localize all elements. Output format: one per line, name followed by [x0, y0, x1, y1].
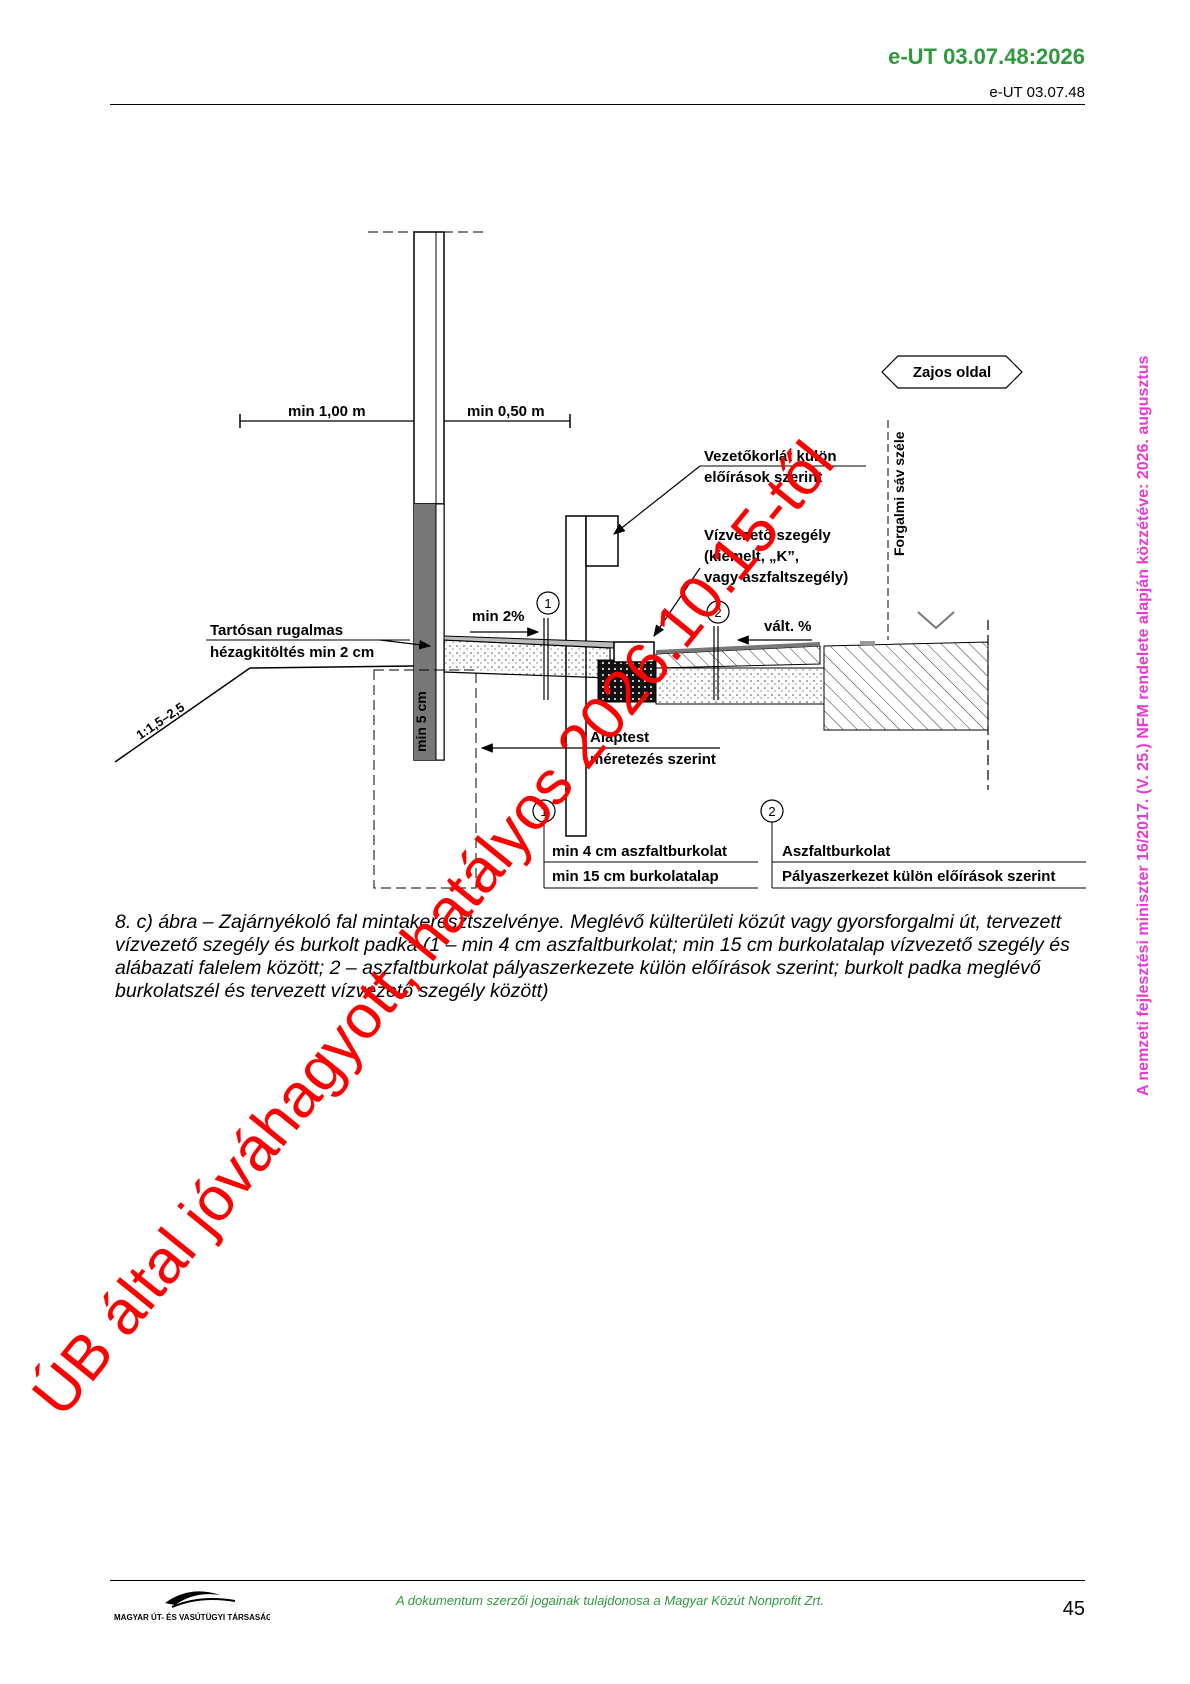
label-vizvezeto-2: (kiemelt, „K”, [704, 548, 799, 565]
label-valt-pct: vált. % [764, 618, 812, 635]
label-vizvezeto-3: vagy aszfaltszegély) [704, 569, 848, 586]
document-code: e-UT 03.07.48:2026 [888, 44, 1085, 69]
approval-stamp-text: ÚB által jóváhagyott, hatályos 2026.10.1… [19, 429, 847, 1429]
footer-copyright: A dokumentum szerzői jogainak tulajdonos… [395, 1593, 824, 1608]
label-min-5cm: min 5 cm [413, 691, 429, 752]
label-alaptest-1: Alaptest [590, 729, 649, 746]
marker-1: 1 [544, 596, 551, 611]
society-logo: MAGYAR ÚT- ÉS VASÚTÜGYI TÁRSASÁG [110, 1585, 272, 1625]
legend-marker-1: 1 [540, 804, 547, 819]
label-tartosan-1: Tartósan rugalmas [210, 622, 343, 639]
legend-1-line-1: min 4 cm aszfaltburkolat [552, 843, 727, 860]
page-number: 45 [1062, 1598, 1085, 1620]
footer-rule [110, 1580, 1085, 1581]
legend-2-line-1: Aszfaltburkolat [782, 843, 890, 860]
label-tartosan-2: hézagkitöltés min 2 cm [210, 644, 374, 661]
label-zajos-oldal: Zajos oldal [913, 364, 991, 381]
label-vezetokorlat-2: előírások szerint [704, 469, 822, 486]
marker-2: 2 [714, 605, 721, 620]
label-forgalmi-sav: Forgalmi sáv széle [891, 431, 907, 556]
figure-caption: 8. c) ábra – Zajárnyékoló fal mintakeres… [115, 911, 1070, 1002]
label-min-2pct: min 2% [472, 608, 525, 625]
legend-1-line-2: min 15 cm burkolatalap [552, 868, 719, 885]
label-min-100: min 1,00 m [288, 403, 366, 420]
logo-text: MAGYAR ÚT- ÉS VASÚTÜGYI TÁRSASÁG [114, 1613, 270, 1622]
label-vizvezeto-1: Vízvezető szegély [704, 527, 831, 544]
header-rule [110, 104, 1085, 105]
legend-marker-2: 2 [768, 804, 775, 819]
label-min-050: min 0,50 m [467, 403, 545, 420]
label-alaptest-2: méretezés szerint [590, 751, 716, 768]
label-vezetokorlat-1: Vezetőkorlát külön [704, 448, 837, 465]
legend-2-line-2: Pályaszerkezet külön előírások szerint [782, 868, 1055, 885]
document-code-small: e-UT 03.07.48 [989, 84, 1085, 101]
